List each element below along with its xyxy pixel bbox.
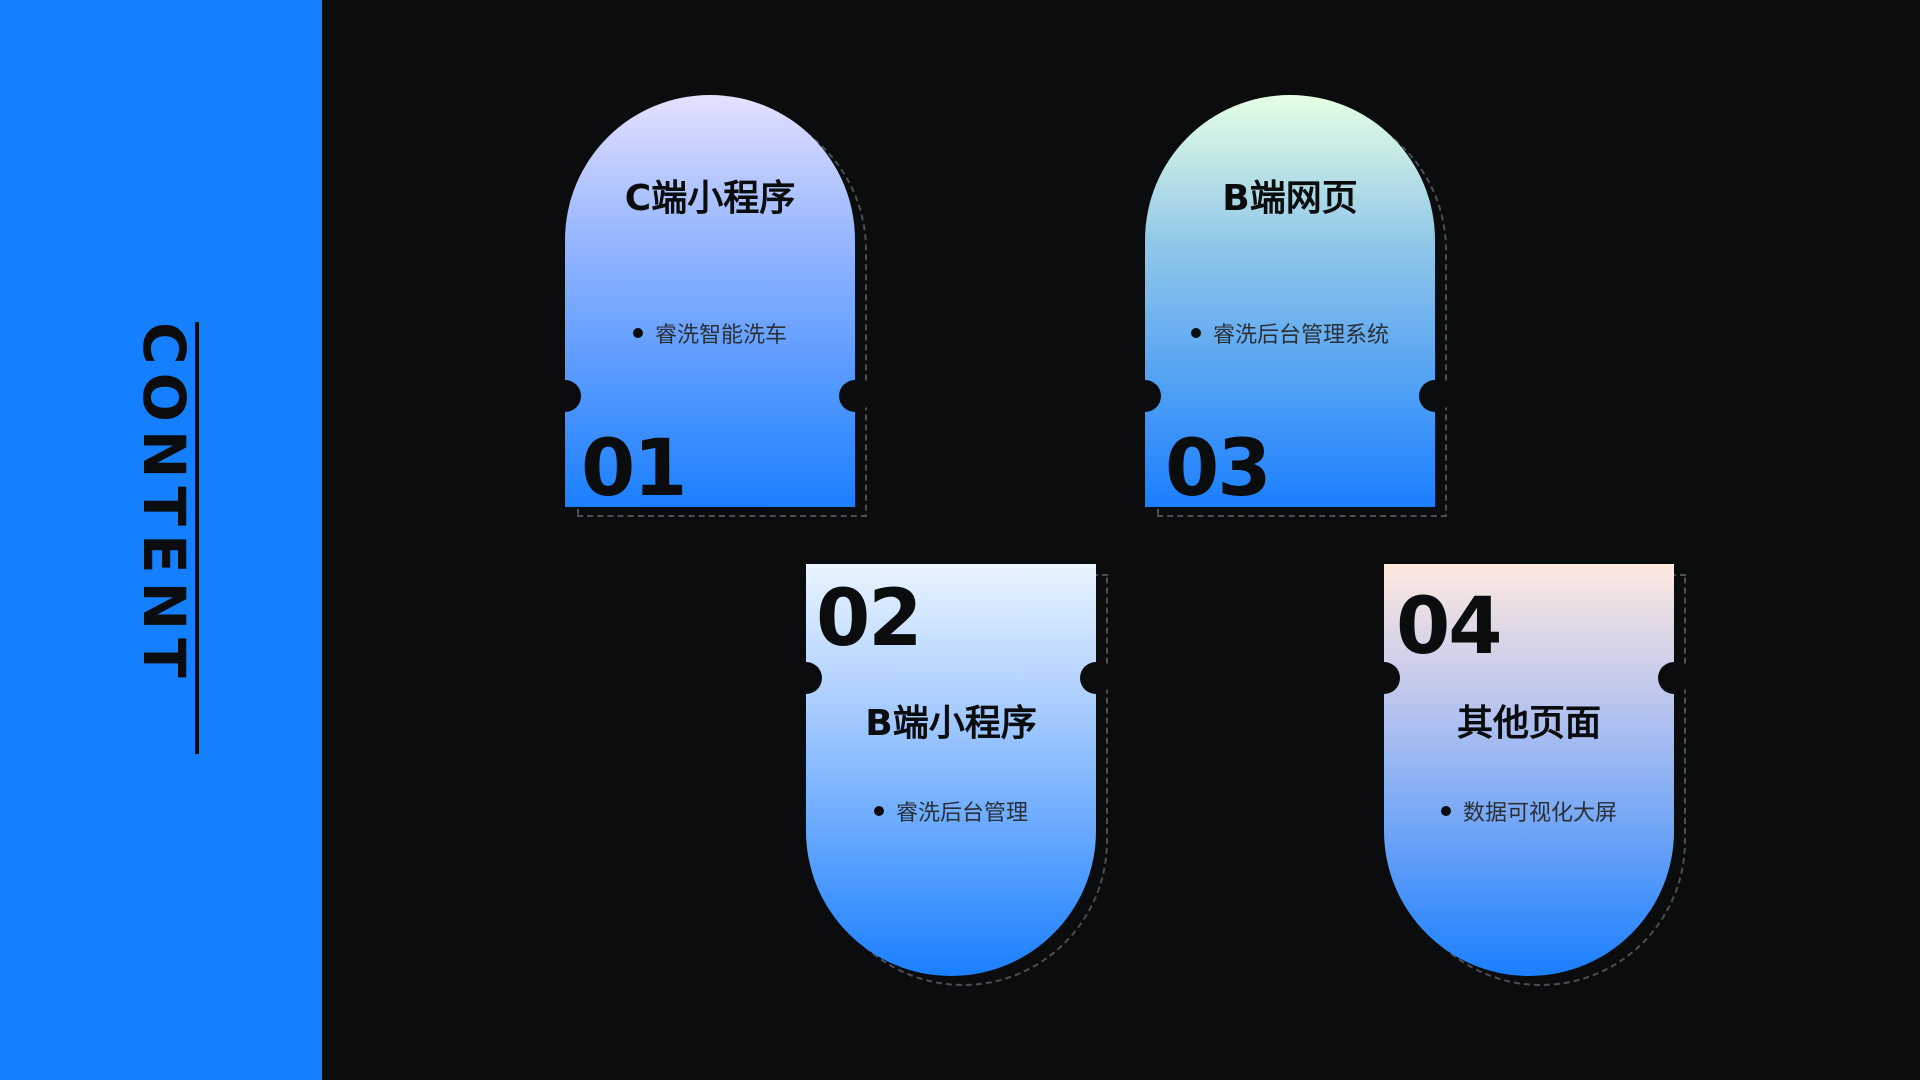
connector-dot-left [1129,380,1161,412]
connector-dot-left [1368,662,1400,694]
card-bullet-text: 睿洗后台管理系统 [1212,323,1389,348]
bullet-dot-icon [1190,328,1201,338]
card-title: C端小程序 [624,178,796,219]
card-bullet-item: 数据可视化大屏 [1384,795,1674,827]
card-bullet-item: 睿洗后台管理 [806,795,1096,827]
connector-dot-right [839,380,871,412]
card-bullet-item: 睿洗智能洗车 [565,317,855,349]
card-number: 01 [581,424,688,514]
bullet-dot-icon [873,806,884,816]
connector-dot-right [1658,662,1690,694]
card-bullet-text: 睿洗智能洗车 [654,323,787,348]
card-number: 02 [816,574,923,664]
card-number: 03 [1165,424,1272,514]
connector-dot-right [1080,662,1112,694]
card-01: C端小程序 睿洗智能洗车 01 [549,95,871,525]
bullet-dot-icon [632,328,643,338]
card-bullet-text: 数据可视化大屏 [1462,801,1617,826]
card-title: B端小程序 [865,703,1037,744]
card-title: B端网页 [1222,178,1358,219]
card-bullet-item: 睿洗后台管理系统 [1145,317,1435,349]
card-body: 04 其他页面 数据可视化大屏 [1384,564,1674,976]
connector-dot-left [549,380,581,412]
card-number: 04 [1396,582,1503,672]
card-bullet-text: 睿洗后台管理 [895,801,1028,826]
card-body: C端小程序 睿洗智能洗车 01 [565,95,855,514]
card-04: 04 其他页面 数据可视化大屏 [1368,564,1690,994]
card-02: 02 B端小程序 睿洗后台管理 [790,564,1112,994]
card-body: 02 B端小程序 睿洗后台管理 [806,564,1096,976]
card-title: 其他页面 [1456,703,1601,744]
sidebar-title: CONTENT [130,322,199,754]
card-03: B端网页 睿洗后台管理系统 03 [1129,95,1451,525]
connector-dot-left [790,662,822,694]
connector-dot-right [1419,380,1451,412]
sidebar: CONTENT [0,0,322,1080]
card-body: B端网页 睿洗后台管理系统 03 [1145,95,1435,514]
bullet-dot-icon [1440,806,1451,816]
